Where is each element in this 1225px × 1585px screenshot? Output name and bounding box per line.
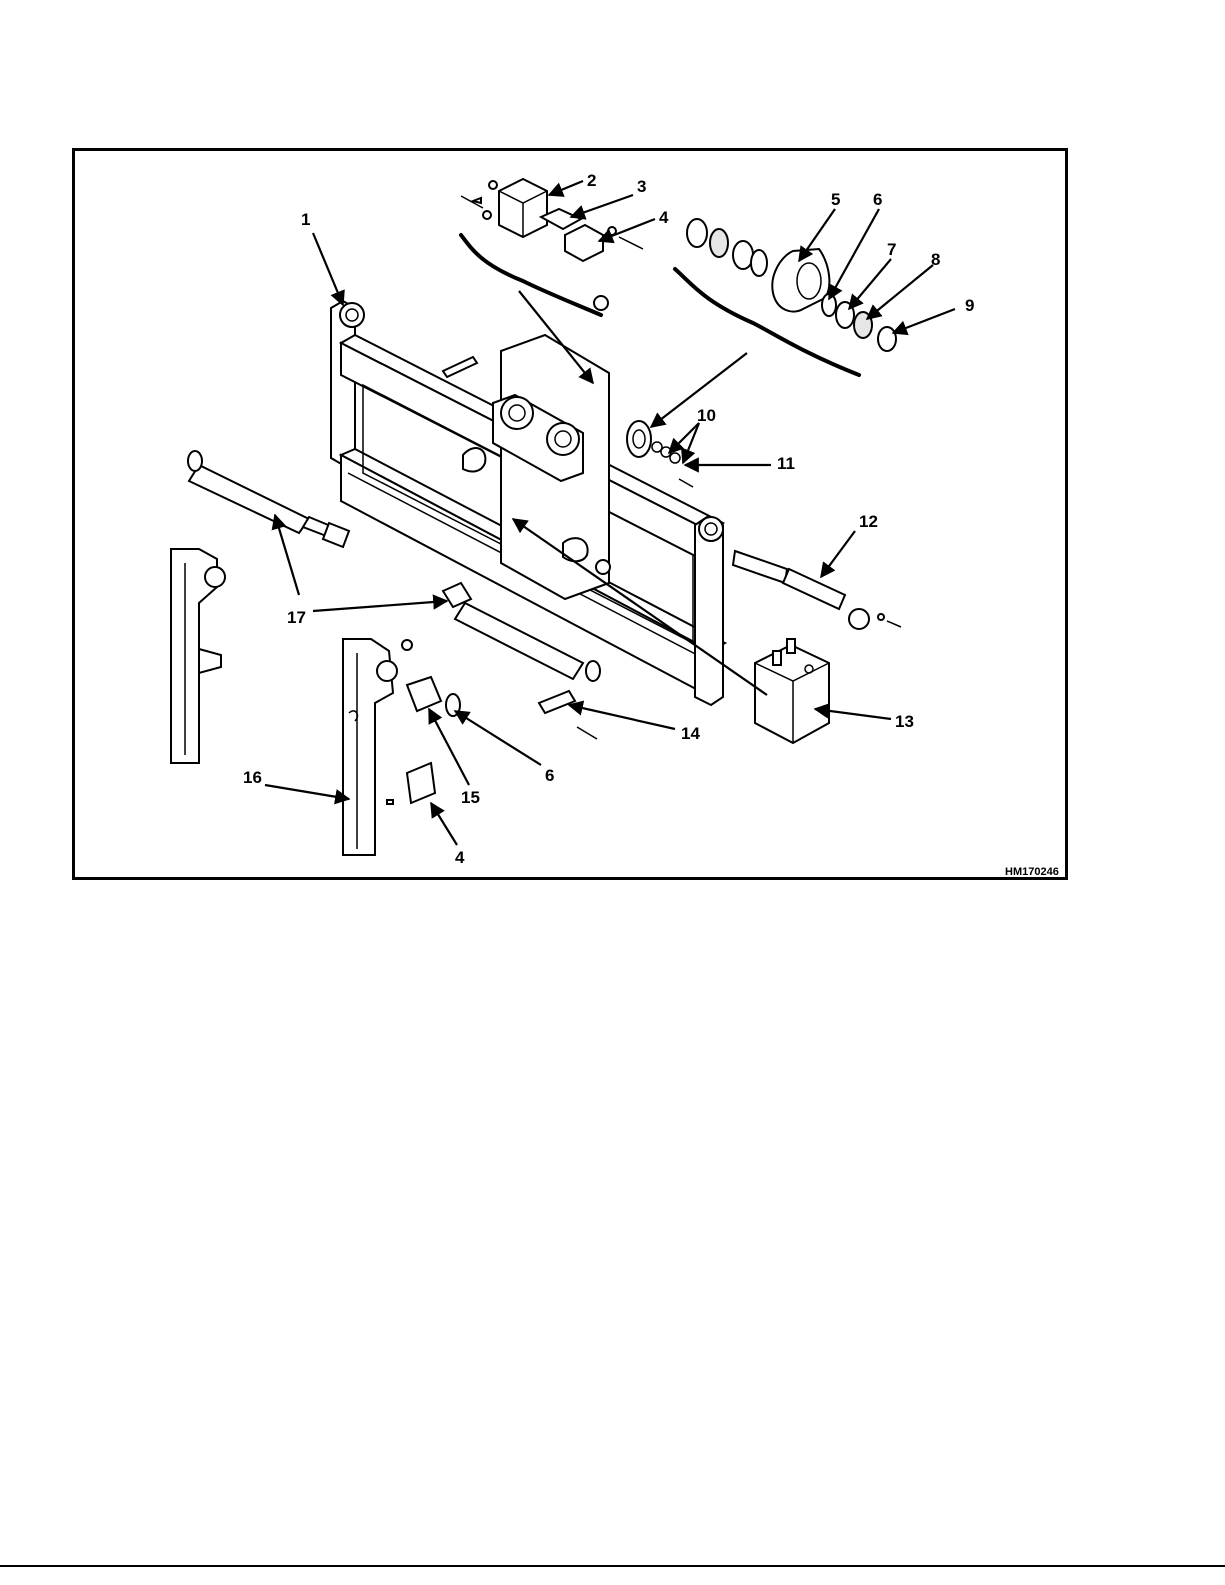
callout-7: 7	[887, 240, 896, 259]
callout-16: 16	[243, 768, 262, 787]
callout-13: 13	[895, 712, 914, 731]
retainer-plate	[849, 609, 869, 629]
hydraulic-valve-block	[755, 639, 829, 743]
callout-3: 3	[637, 177, 646, 196]
fork-arm-left	[171, 549, 225, 763]
callout-12: 12	[859, 512, 878, 531]
callout-9: 9	[965, 296, 974, 315]
callout-2: 2	[587, 171, 596, 190]
callout-10: 10	[697, 406, 716, 425]
page-bottom-rule	[0, 1565, 1225, 1567]
callout-15: 15	[461, 788, 480, 807]
callout-6: 6	[873, 190, 882, 209]
callout-11: 11	[777, 454, 795, 473]
roller-brace	[675, 269, 859, 375]
callout-4b: 4	[455, 848, 465, 867]
slide-block-group	[461, 179, 643, 261]
hinge-pin	[539, 691, 575, 713]
exploded-parts-figure: 1 2 3 4 5 6 7 8 9 10 11 12 13 14 15 6 4 …	[72, 148, 1068, 880]
grease-fitting	[402, 640, 412, 650]
bushing	[407, 677, 441, 711]
parts-drawing: 1 2 3 4 5 6 7 8 9 10 11 12 13 14 15 6 4 …	[75, 151, 1065, 877]
axle-pin	[733, 551, 787, 583]
callout-14: 14	[681, 724, 700, 743]
tilt-cylinder-upper	[188, 451, 349, 547]
callout-4: 4	[659, 208, 669, 227]
callout-1: 1	[301, 210, 310, 229]
figure-code: HM170246	[1005, 866, 1059, 877]
callout-6b: 6	[545, 766, 554, 785]
callout-5: 5	[831, 190, 840, 209]
roller-bearing-group	[687, 219, 896, 351]
pin-small	[387, 800, 393, 804]
roller-on-frame	[627, 421, 693, 487]
fork-arm-right	[343, 639, 397, 855]
callout-8: 8	[931, 250, 940, 269]
wear-pad	[407, 763, 435, 803]
callout-17: 17	[287, 608, 306, 627]
